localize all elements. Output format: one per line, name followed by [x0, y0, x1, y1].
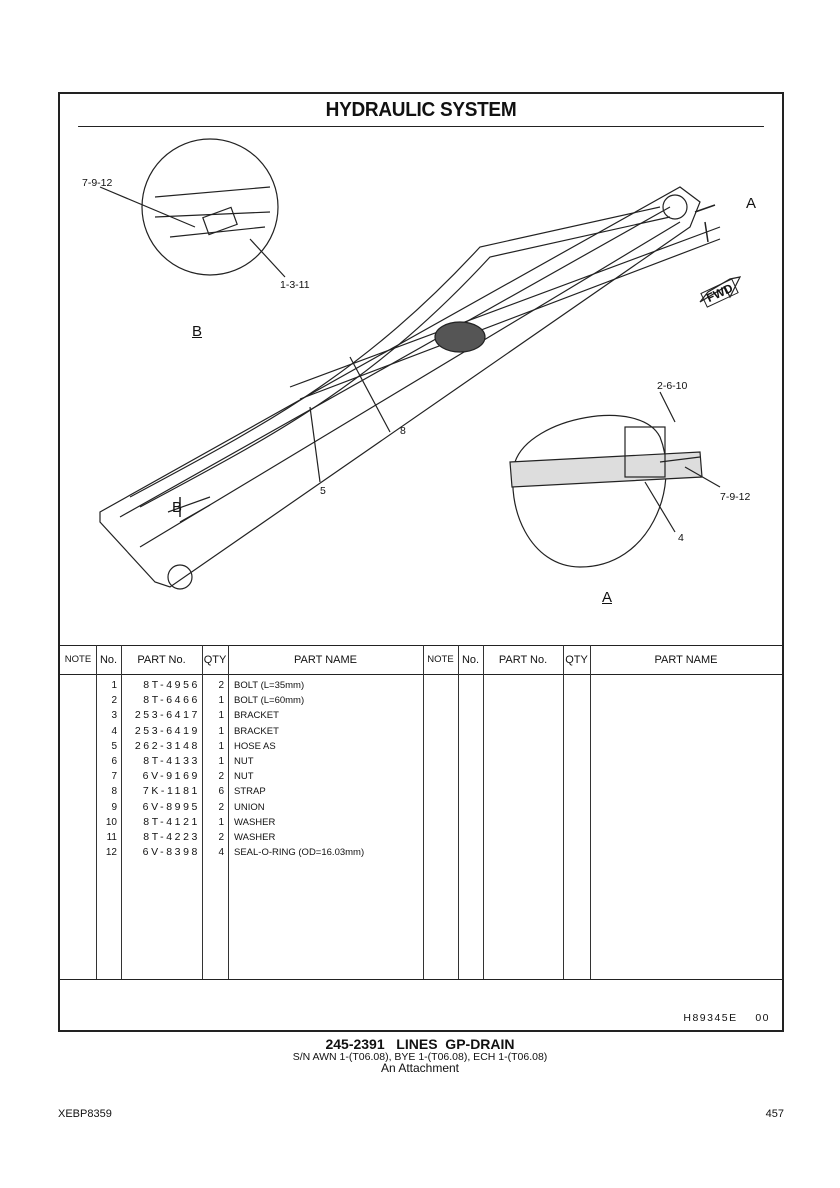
item-number: 7: [111, 771, 117, 783]
item-number: 3: [111, 710, 117, 722]
item-number: 8: [111, 786, 117, 798]
callout-item-5: 5: [320, 485, 326, 497]
part-name: NUT: [234, 756, 254, 767]
header-no-2: No.: [461, 654, 480, 666]
part-name: BOLT (L=35mm): [234, 680, 305, 691]
quantity: 1: [218, 725, 224, 737]
part-name: BRACKET: [234, 725, 279, 737]
part-number: 8T-4121: [143, 815, 200, 828]
attachment-note: An Attachment: [380, 1061, 460, 1075]
quantity: 6: [218, 786, 224, 798]
part-name: HOSE AS: [234, 740, 276, 752]
view-a-label: A: [602, 589, 613, 606]
hydraulic-diagram: 7-9-12 1-3-11 B A FWD 2-6-10 8 5 7-9-12 …: [60, 127, 782, 645]
parts-page-frame: HYDRAULIC SYSTEM 7-9-12 1-3-11 B A FWD: [58, 92, 784, 1032]
part-name: WASHER: [234, 832, 276, 843]
header-part-name: PART NAME: [294, 654, 357, 666]
boom-illustration: [99, 138, 742, 590]
table-row: 6 8T-4133 1 NUT: [60, 754, 460, 769]
item-number: 4: [111, 725, 117, 737]
part-number: 8T-4133: [143, 755, 200, 767]
header-qty-2: QTY: [565, 654, 588, 666]
part-name: WASHER: [234, 816, 276, 828]
quantity: 2: [218, 832, 224, 843]
item-number: 5: [111, 740, 117, 752]
item-number: 6: [111, 756, 117, 767]
page-title: HYDRAULIC SYSTEM: [78, 94, 764, 127]
item-number: 10: [105, 816, 117, 828]
quantity: 2: [218, 680, 224, 691]
item-number: 11: [106, 832, 117, 843]
view-a-arrow-label: A: [746, 195, 757, 212]
part-name: BOLT (L=60mm): [234, 695, 305, 707]
drawing-code: H89345E 00: [683, 1012, 770, 1024]
part-name: UNION: [234, 801, 265, 813]
table-row: 8 7K-1181 6 STRAP: [60, 784, 460, 799]
part-number: 7K-1181: [142, 785, 200, 798]
part-name: SEAL-O-RING (OD=16.03mm): [234, 847, 365, 859]
header-no: No.: [99, 654, 118, 666]
header-note-2: NOTE: [427, 654, 454, 665]
callout-b-ref2: 1-3-11: [280, 279, 310, 291]
header-part-no: PART No.: [137, 654, 186, 666]
view-b-label: B: [192, 323, 203, 340]
part-number: 8T-4956: [143, 679, 200, 691]
callout-item-4: 4: [678, 532, 684, 544]
quantity: 1: [218, 740, 224, 752]
header-part-name-2: PART NAME: [654, 654, 718, 666]
table-row: 10 8T-4121 1 WASHER: [60, 815, 460, 830]
table-row: 9 6V-8995 2 UNION: [60, 800, 460, 815]
quantity: 1: [218, 756, 224, 767]
table-row: 12 6V-8398 4 SEAL-O-RING (OD=16.03mm): [60, 845, 460, 860]
part-name: NUT: [234, 771, 254, 783]
part-name: BRACKET: [234, 710, 279, 722]
header-part-no-2: PART No.: [498, 654, 548, 666]
quantity: 1: [218, 695, 224, 707]
table-row: 2 8T-6466 1 BOLT (L=60mm): [60, 693, 460, 708]
item-number: 1: [111, 680, 117, 691]
table-row: 11 8T-4223 2 WASHER: [60, 830, 460, 845]
header-qty: QTY: [203, 654, 227, 666]
table-row: 3 253-6417 1 BRACKET: [60, 708, 460, 723]
table-row: 4 253-6419 1 BRACKET: [60, 724, 460, 739]
quantity: 2: [218, 771, 224, 783]
part-number: 6V-8995: [142, 800, 200, 813]
quantity: 4: [218, 847, 224, 859]
item-number: 9: [111, 801, 117, 813]
callout-b-ref: 7-9-12: [82, 177, 113, 189]
table-row: 7 6V-9169 2 NUT: [60, 769, 460, 784]
quantity: 1: [218, 816, 224, 828]
callout-item-8: 8: [400, 425, 406, 437]
item-number: 2: [111, 695, 117, 707]
quantity: 2: [218, 801, 224, 813]
item-number: 12: [105, 847, 117, 859]
part-number: 253-6417: [134, 709, 200, 722]
part-number: 253-6419: [134, 724, 200, 737]
part-number: 8T-6466: [143, 694, 200, 707]
part-name: STRAP: [234, 786, 266, 798]
part-number: 6V-8398: [142, 846, 200, 859]
view-b-arrow-label: B: [172, 499, 183, 516]
table-row: 5 262-3148 1 HOSE AS: [60, 739, 460, 754]
part-number: 8T-4223: [143, 831, 200, 843]
group-title: 245-2391 LINES GP-DRAIN: [325, 1036, 515, 1052]
callout-a-ref1: 2-6-10: [657, 380, 688, 392]
serial-numbers: S/N AWN 1-(T06.08), BYE 1-(T06.08), ECH …: [292, 1051, 548, 1063]
callout-a-ref2: 7-9-12: [720, 491, 751, 503]
table-row: 1 8T-4956 2 BOLT (L=35mm): [60, 678, 460, 693]
part-number: 6V-9169: [142, 770, 200, 783]
page-number: 457: [765, 1108, 784, 1120]
part-number: 262-3148: [134, 739, 200, 752]
parts-table-header: NOTE No. PART No. QTY PART NAME NOTE No.…: [60, 645, 782, 675]
document-id: XEBP8359: [58, 1108, 112, 1120]
quantity: 1: [218, 710, 224, 722]
header-note: NOTE: [64, 654, 92, 665]
